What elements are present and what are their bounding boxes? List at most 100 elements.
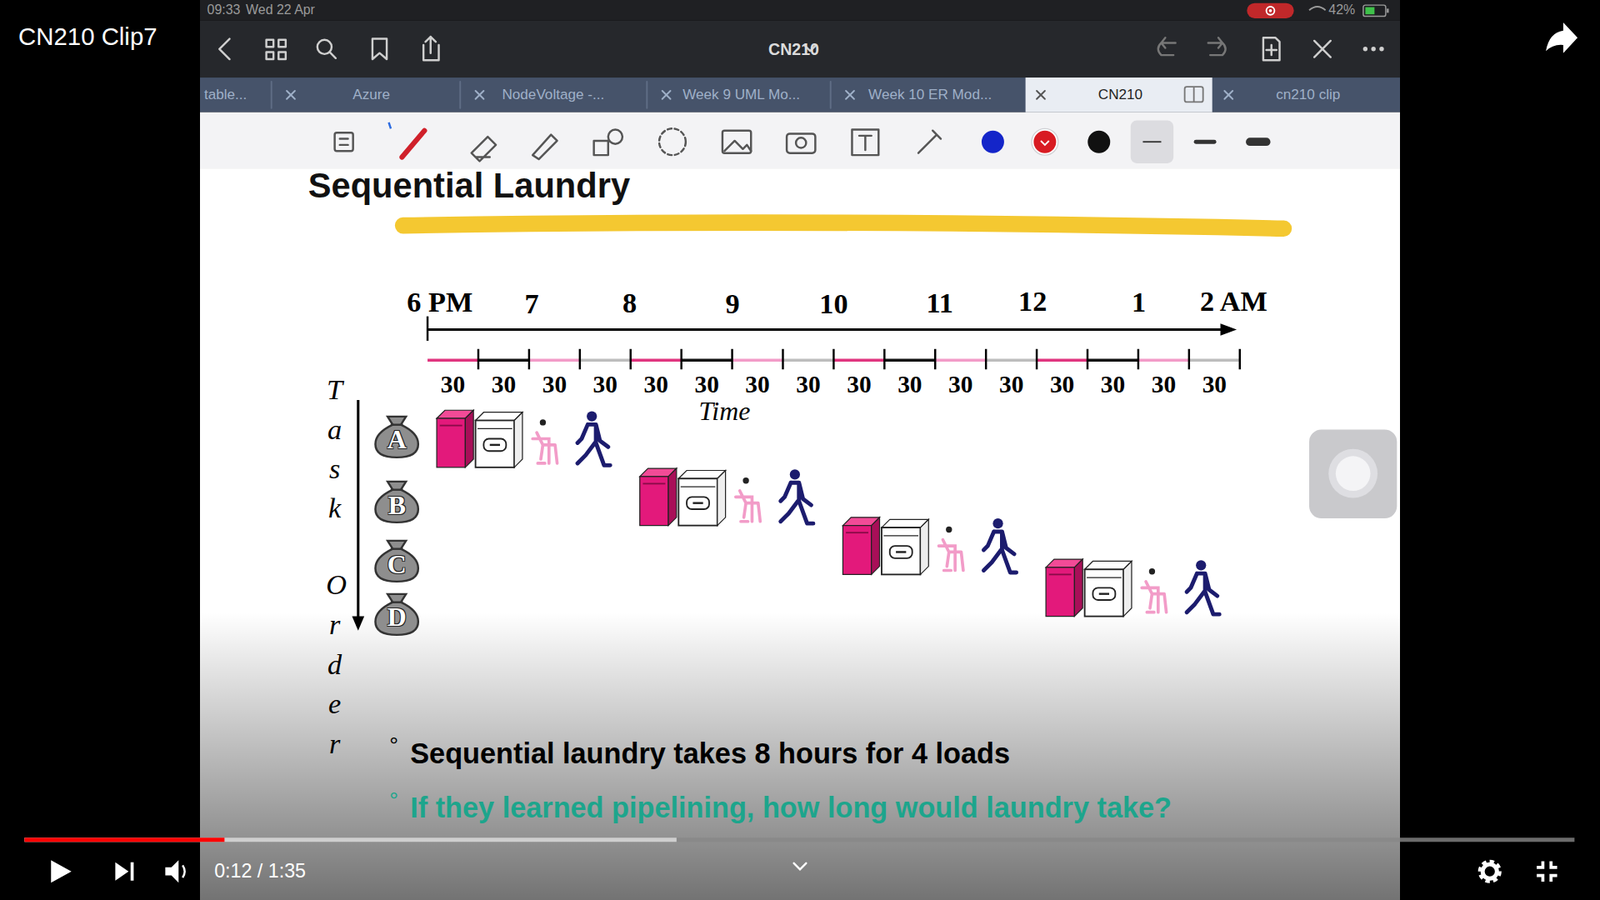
time-segments <box>580 358 631 362</box>
task-bag: A <box>373 412 420 460</box>
hour-label: 11 <box>926 286 954 320</box>
task-order-arrow <box>356 400 360 619</box>
video-controls <box>115 862 129 881</box>
time-display: 0:12 / 1:35 <box>214 860 306 883</box>
time-segments <box>934 349 936 370</box>
task-bag: B <box>373 477 420 525</box>
drawing-toolbar <box>1087 130 1110 154</box>
drawing-toolbar <box>918 130 941 154</box>
tab-label: NodeVoltage -... <box>501 86 605 104</box>
hour-label: 10 <box>819 287 848 320</box>
bag-shape <box>375 540 419 582</box>
time-segments <box>985 358 1037 362</box>
drawing-toolbar <box>532 135 557 160</box>
hour-label: 2 AM <box>1200 285 1268 318</box>
time-segments <box>427 358 479 362</box>
hour-label: 7 <box>524 287 539 320</box>
drawing-toolbar <box>389 122 391 129</box>
video-controls <box>24 837 676 842</box>
video-controls <box>1550 875 1557 882</box>
laundry-loads <box>842 517 1016 575</box>
ipad-status-bar <box>1269 9 1273 13</box>
laundry-loads <box>436 410 1220 616</box>
ipad-status-bar <box>1363 5 1386 16</box>
app-toolbar <box>200 20 1400 78</box>
bullet-text: Sequential laundry takes 8 hours for 4 l… <box>410 737 1010 770</box>
task-letter: C <box>387 551 407 579</box>
bag-shape <box>375 416 419 458</box>
time-segments <box>1086 349 1089 370</box>
app-toolbar <box>278 51 286 60</box>
time-segments <box>478 349 1240 370</box>
ipad-status-bar <box>1386 8 1389 13</box>
time-segments <box>427 349 1240 370</box>
bullet: ° <box>389 733 399 760</box>
app-toolbar <box>372 39 387 60</box>
video-controls <box>1545 22 1578 54</box>
tab-bar <box>286 90 295 100</box>
active-tab-label: CN210 <box>1098 86 1143 104</box>
laundry-loads <box>1045 559 1220 617</box>
time-segments <box>935 358 986 362</box>
time-segments <box>833 358 885 362</box>
drawing-toolbar <box>471 136 496 161</box>
tab-label: Azure <box>352 86 390 104</box>
time-segments <box>884 358 935 362</box>
drawing-toolbar <box>981 130 1005 154</box>
app-toolbar <box>1314 40 1331 58</box>
time-segments <box>1087 358 1139 362</box>
ipad-status-bar <box>1365 7 1375 15</box>
time-segments <box>730 349 733 370</box>
video-controls <box>50 860 71 883</box>
axis-label: Order <box>325 565 344 764</box>
drawing-toolbar <box>1031 128 1059 155</box>
tab-bar <box>845 90 855 100</box>
video-title: CN210 Clip7 <box>18 22 158 51</box>
app-toolbar <box>278 40 286 48</box>
time-segments <box>1036 358 1088 362</box>
tab-label: cn210 clip <box>1275 86 1340 104</box>
video-controls <box>24 22 1578 883</box>
duration-label: 30 <box>948 370 973 400</box>
laundry-loads <box>436 410 610 468</box>
tab-bar <box>1185 86 1204 102</box>
task-letter: A <box>387 426 407 454</box>
tab-bar <box>662 90 671 100</box>
tab-bar <box>200 77 1400 113</box>
app-toolbar <box>219 36 1330 60</box>
time-segments <box>681 358 733 362</box>
drawing-toolbar <box>1250 137 1267 146</box>
duration-label: 30 <box>1050 370 1075 400</box>
duration-label: 30 <box>440 370 465 400</box>
tab-bar <box>475 90 485 100</box>
task-order-arrow <box>351 400 365 631</box>
drawing-toolbar <box>795 137 806 148</box>
video-controls <box>182 865 185 878</box>
duration-label: 30 <box>1100 370 1125 400</box>
drawing-toolbar <box>340 139 349 145</box>
duration-label: 30 <box>795 370 820 400</box>
time-axis <box>427 316 1237 341</box>
drawing-toolbar <box>851 130 879 156</box>
video-controls <box>1536 860 1543 867</box>
time-axis <box>426 316 429 341</box>
duration-label: 30 <box>1151 370 1176 400</box>
duration-label: 30 <box>644 370 669 400</box>
drawing-toolbar <box>722 130 751 154</box>
app-toolbar <box>330 51 336 58</box>
bag-tie <box>390 489 404 491</box>
axis-label: Task <box>325 370 344 528</box>
ipad-status-bar <box>1246 3 1294 19</box>
video-controls <box>165 860 179 883</box>
drawing-toolbar <box>608 130 623 145</box>
video-controls <box>24 837 1575 842</box>
drawing-toolbar <box>335 132 354 151</box>
hour-label: 9 <box>725 287 740 320</box>
document-title: CN210 <box>768 40 820 60</box>
assistive-touch-button <box>1309 430 1397 520</box>
time-segments <box>832 349 835 370</box>
duration-label: 30 <box>542 370 567 400</box>
drawing-toolbar <box>1040 140 1050 145</box>
tab-bar <box>271 81 831 109</box>
status-date: Wed 22 Apr <box>245 2 315 18</box>
